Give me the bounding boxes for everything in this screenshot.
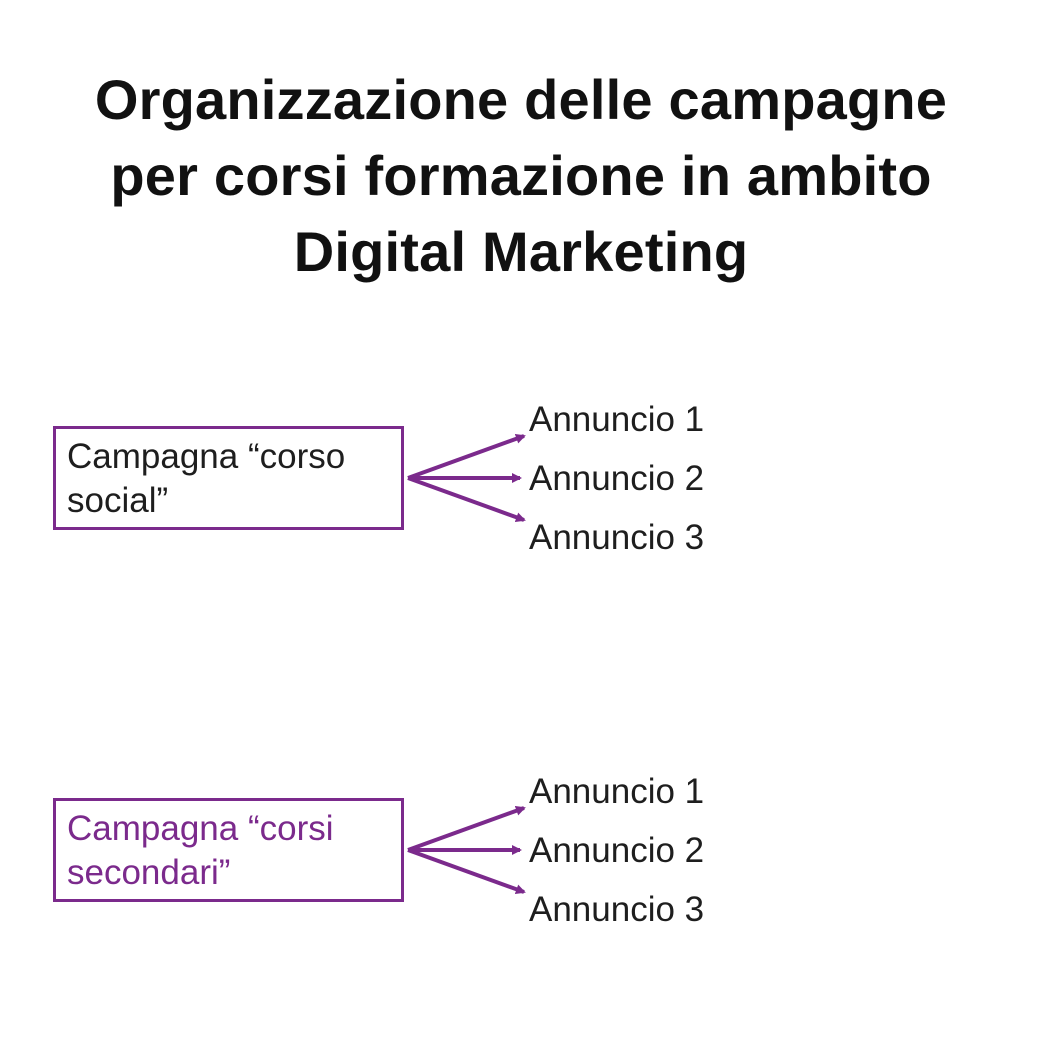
arrow-group-2: [407, 806, 526, 894]
arrow-to-ad-1: [407, 806, 526, 852]
title-line-2: per corsi formazione in ambito: [110, 144, 932, 207]
arrow-to-ad-3: [407, 848, 526, 894]
campaign-label: Campagna “corso social”: [67, 437, 346, 520]
title-line-3: Digital Marketing: [293, 220, 749, 283]
ad-label: Annuncio 2: [529, 831, 705, 870]
campaign-label: Campagna “corsi secondari”: [67, 809, 334, 892]
ad-label: Annuncio 3: [529, 890, 705, 929]
arrow-to-ad-3: [407, 476, 526, 522]
campaign-box-corsi-secondari: Campagna “corsi secondari”: [53, 798, 404, 902]
title-line-1: Organizzazione delle campagne: [94, 68, 948, 131]
campaign-box-corso-social: Campagna “corso social”: [53, 426, 404, 530]
page-title: Organizzazione delle campagne per corsi …: [0, 62, 1042, 290]
ad-label: Annuncio 1: [529, 400, 705, 439]
ad-label: Annuncio 1: [529, 772, 705, 811]
arrow-to-ad-1: [407, 434, 526, 480]
arrow-group-1: [407, 434, 526, 522]
ad-label: Annuncio 2: [529, 459, 705, 498]
ad-label: Annuncio 3: [529, 518, 705, 557]
